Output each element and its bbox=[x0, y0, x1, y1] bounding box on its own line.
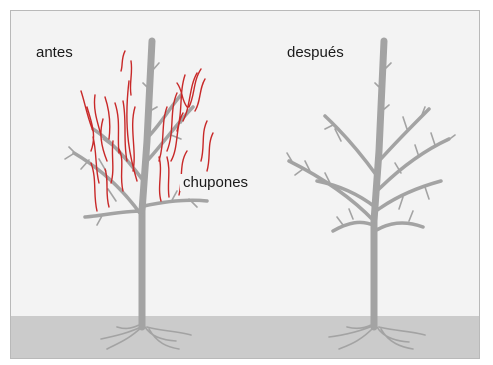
suckers-label: chupones bbox=[180, 174, 251, 191]
after-label: después bbox=[287, 44, 344, 61]
tree-after bbox=[287, 41, 455, 349]
before-label: antes bbox=[36, 44, 73, 61]
roots-before bbox=[101, 325, 191, 349]
diagram-frame: antes después chupones bbox=[10, 10, 480, 359]
scaffold-branches-after bbox=[289, 109, 449, 231]
twigs-after bbox=[287, 63, 455, 225]
tree-before bbox=[65, 41, 213, 349]
